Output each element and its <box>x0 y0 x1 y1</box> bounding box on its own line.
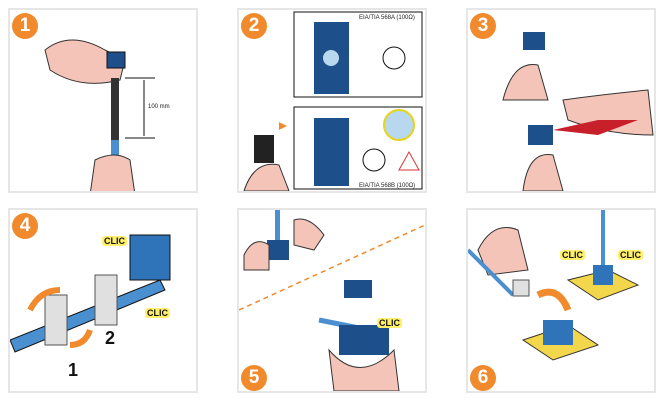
mount-keystone-illustration <box>10 234 171 353</box>
step-number: 3 <box>470 13 496 39</box>
scheme-568b-label: EIA/TIA 568B (100Ω) <box>359 183 416 189</box>
clic-label: CLIC <box>618 250 643 260</box>
step-5-panel: 5 CLIC <box>237 208 427 393</box>
step-number: 1 <box>12 13 38 39</box>
clic-label: CLIC <box>560 250 585 260</box>
step-number: 6 <box>470 365 496 391</box>
step-number: 2 <box>241 13 267 39</box>
wiring-scheme-illustration <box>243 11 423 191</box>
step-3-panel: 3 <box>466 8 656 193</box>
step-6-panel: 6 CLIC CLIC <box>466 208 656 393</box>
trim-wires-illustration <box>502 32 654 191</box>
fit-module-illustration <box>468 210 640 361</box>
step-number: 5 <box>241 365 267 391</box>
clic-label: CLIC <box>377 318 402 328</box>
sequence-label: 2 <box>105 328 116 348</box>
sequence-label: 1 <box>68 360 79 380</box>
step-4-panel: 4 CLIC CLIC 1 2 <box>8 208 198 393</box>
step-number: 4 <box>12 213 38 239</box>
insert-connector-illustration <box>239 210 425 391</box>
clic-label: CLIC <box>145 308 170 318</box>
clic-label: CLIC <box>102 236 127 246</box>
step-2-panel: 2 EIA/TIA 568A (100Ω) EIA/TIA 568B (100Ω… <box>237 8 427 193</box>
happy-face-icon <box>362 148 386 172</box>
warning-icon <box>398 150 420 171</box>
sad-face-icon <box>382 46 406 70</box>
strip-cable-illustration <box>44 39 155 191</box>
length-label: 100 mm <box>148 104 170 110</box>
step-1-panel: 1 100 mm <box>8 8 198 193</box>
scheme-568a-label: EIA/TIA 568A (100Ω) <box>359 15 415 21</box>
